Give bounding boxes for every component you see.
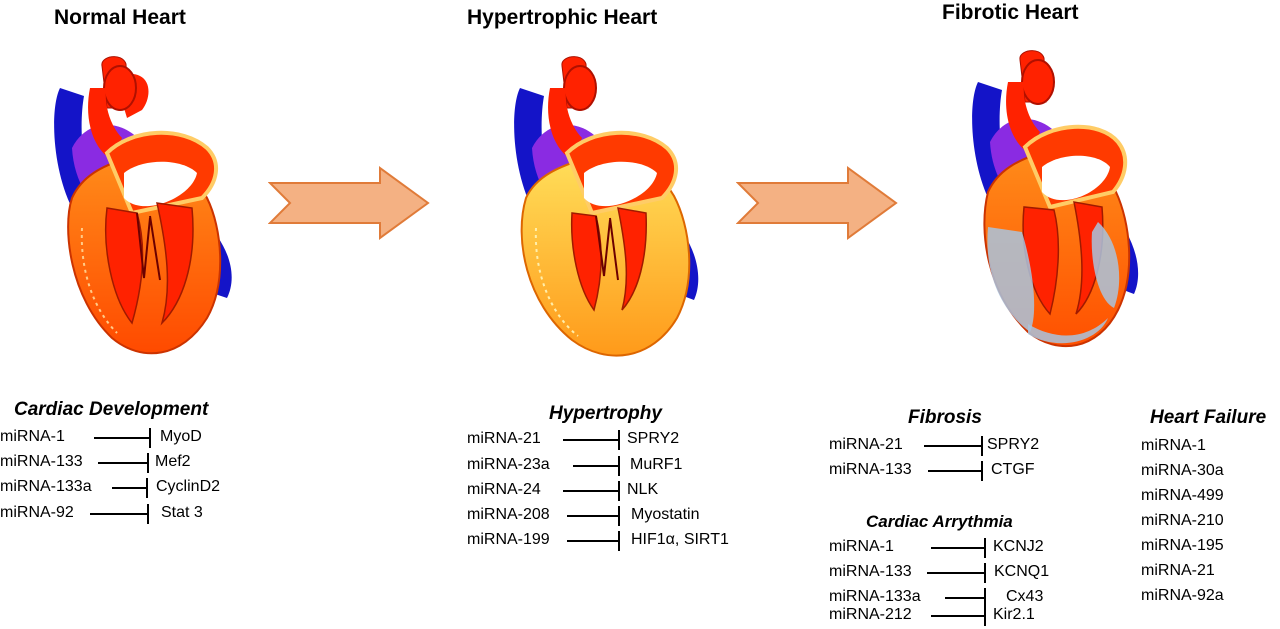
target-label: CyclinD2 (156, 478, 221, 495)
mirna-label: miRNA-133a (0, 478, 92, 495)
target-label: NLK (627, 481, 659, 498)
mirna-label: miRNA-21 (829, 436, 903, 453)
hypertrophy-row: miRNA-23a MuRF1 (467, 454, 707, 478)
target-label: SPRY2 (627, 430, 680, 447)
inhibition-line (945, 597, 984, 599)
inhibition-line (563, 490, 618, 492)
inhibition-bar (147, 453, 149, 473)
inhibition-line (573, 465, 618, 467)
heart-failure-item: miRNA-92a (1141, 587, 1224, 604)
inhibition-line (94, 437, 149, 439)
inhibition-line (928, 470, 981, 472)
hypertrophy-row: miRNA-24 NLK (467, 479, 707, 503)
mirna-label: miRNA-24 (467, 481, 541, 498)
stage-title-normal: Normal Heart (54, 6, 186, 29)
target-label: Myostatin (631, 506, 700, 523)
inhibition-line (98, 462, 147, 464)
mirna-label: miRNA-1 (829, 538, 894, 555)
inhibition-bar (981, 436, 983, 456)
target-label: Mef2 (155, 453, 191, 470)
inhibition-bar (984, 606, 986, 626)
inhibition-line (931, 615, 984, 617)
cardiac-development-row: miRNA-133 Mef2 (0, 451, 240, 475)
heart-failure-item: miRNA-210 (1141, 512, 1224, 529)
inhibition-line (563, 439, 618, 441)
mirna-label: miRNA-21 (467, 430, 541, 447)
inhibition-bar (146, 478, 148, 498)
inhibition-bar (984, 538, 986, 558)
mirna-label: miRNA-23a (467, 456, 550, 473)
fibrosis-row: miRNA-21 SPRY2 (829, 434, 1069, 458)
heart-failure-item: miRNA-21 (1141, 562, 1215, 579)
mirna-label: miRNA-208 (467, 506, 550, 523)
mirna-label: miRNA-199 (467, 531, 550, 548)
target-label: SPRY2 (987, 436, 1040, 453)
cardiac-development-row: miRNA-92 Stat 3 (0, 502, 240, 526)
target-label: CTGF (991, 461, 1035, 478)
target-label: KCNQ1 (994, 563, 1050, 580)
cardiac-arrythmia-row: miRNA-212 Kir2.1 (829, 604, 1069, 628)
fibrosis-row: miRNA-133 CTGF (829, 459, 1069, 483)
cardiac-development-title: Cardiac Development (14, 399, 209, 420)
progression-arrow-2 (736, 166, 898, 240)
inhibition-line (924, 445, 981, 447)
cardiac-development-row: miRNA-133a CyclinD2 (0, 476, 250, 500)
target-label: Stat 3 (161, 504, 203, 521)
mirna-label: miRNA-133 (829, 563, 912, 580)
inhibition-bar (147, 504, 149, 524)
progression-arrow-1 (268, 166, 430, 240)
target-label: Cx43 (1006, 588, 1044, 605)
cardiac-development-row: miRNA-1 MyoD (0, 426, 240, 450)
stage-title-hypertrophic: Hypertrophic Heart (467, 6, 658, 29)
inhibition-bar (618, 481, 620, 501)
mirna-label: miRNA-92 (0, 504, 74, 521)
target-label: KCNJ2 (993, 538, 1044, 555)
inhibition-bar (149, 428, 151, 448)
fibrosis-title: Fibrosis (908, 407, 982, 428)
inhibition-line (927, 572, 984, 574)
inhibition-bar (618, 531, 620, 551)
target-label: Kir2.1 (993, 606, 1035, 623)
inhibition-bar (618, 456, 620, 476)
cardiac-arrythmia-row: miRNA-133a Cx43 (829, 586, 1069, 610)
fibrotic-heart-illustration (972, 50, 1139, 348)
heart-failure-item: miRNA-195 (1141, 537, 1224, 554)
mirna-label: miRNA-212 (829, 606, 912, 623)
heart-failure-item: miRNA-1 (1141, 437, 1206, 454)
hypertrophy-title: Hypertrophy (549, 403, 662, 424)
normal-heart-illustration (54, 56, 232, 355)
hypertrophy-row: miRNA-21 SPRY2 (467, 428, 707, 452)
inhibition-line (931, 547, 984, 549)
inhibition-bar (618, 506, 620, 526)
hypertrophic-heart-illustration (514, 56, 699, 357)
cardiac-arrythmia-row: miRNA-1 KCNJ2 (829, 536, 1069, 560)
hypertrophy-row: miRNA-199 HIF1α, SIRT1 (467, 529, 757, 553)
inhibition-bar (984, 563, 986, 583)
mirna-label: miRNA-133a (829, 588, 921, 605)
stage-title-fibrotic: Fibrotic Heart (942, 1, 1079, 24)
target-label: MyoD (160, 428, 202, 445)
inhibition-line (567, 540, 618, 542)
inhibition-line (567, 515, 618, 517)
inhibition-bar (618, 430, 620, 450)
mirna-label: miRNA-133 (829, 461, 912, 478)
inhibition-bar (981, 461, 983, 481)
inhibition-line (112, 487, 146, 489)
target-label: HIF1α, SIRT1 (631, 531, 729, 548)
mirna-label: miRNA-133 (0, 453, 83, 470)
cardiac-arrythmia-title: Cardiac Arrythmia (866, 512, 1013, 531)
target-label: MuRF1 (630, 456, 683, 473)
inhibition-bar (984, 588, 986, 608)
heart-failure-item: miRNA-499 (1141, 487, 1224, 504)
mirna-label: miRNA-1 (0, 428, 65, 445)
heart-failure-item: miRNA-30a (1141, 462, 1224, 479)
hypertrophy-row: miRNA-208 Myostatin (467, 504, 737, 528)
heart-failure-title: Heart Failure (1150, 407, 1267, 428)
cardiac-arrythmia-row: miRNA-133 KCNQ1 (829, 561, 1069, 585)
inhibition-line (90, 513, 147, 515)
